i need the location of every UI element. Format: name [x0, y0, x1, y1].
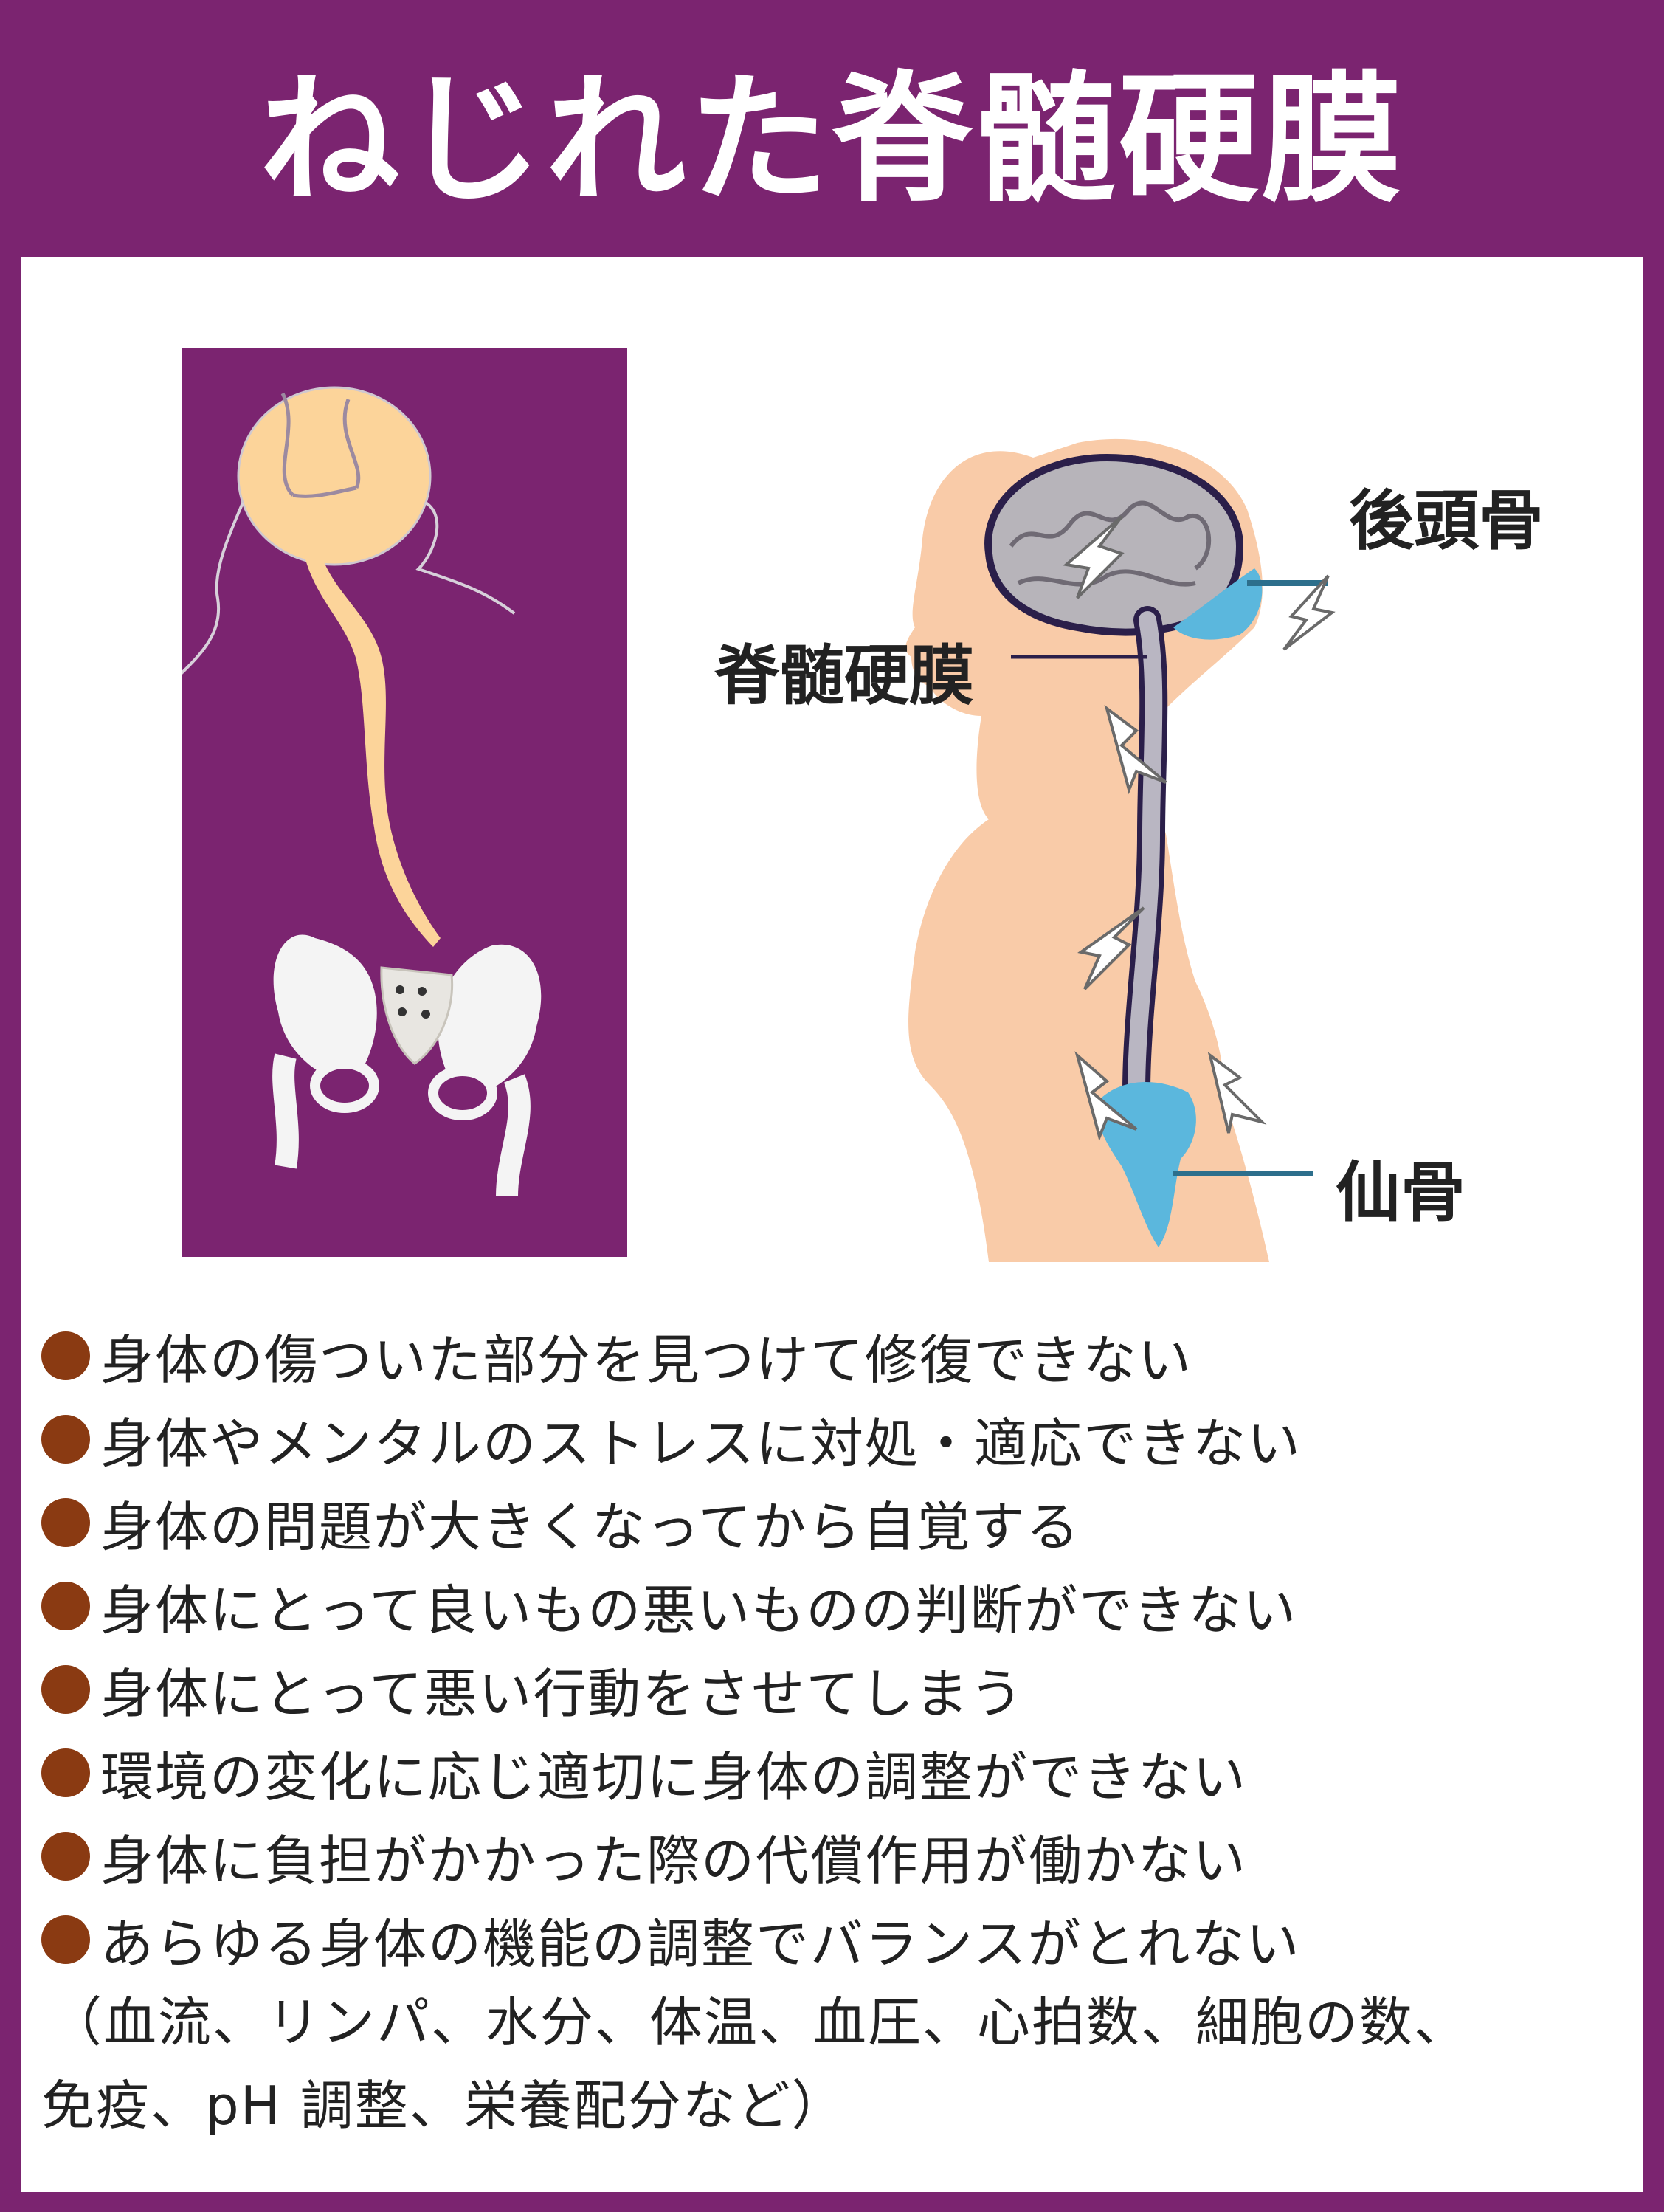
stress-arrows	[1063, 515, 1336, 1142]
list-item: 身体にとって悪い行動をさせてしまう	[41, 1647, 1635, 1731]
dura-shape	[304, 547, 441, 947]
list-item: 身体の傷ついた部分を見つけて修復できない	[41, 1314, 1635, 1397]
note-line-2: 免疫、pH 調整、栄養配分など）	[41, 2075, 846, 2137]
twisted-dura-illustration	[182, 348, 627, 1257]
bullet-dot-icon	[41, 1748, 90, 1797]
label-dura: 脊髄硬膜	[714, 638, 975, 714]
list-item-text: 身体にとって悪い行動をさせてしまう	[100, 1663, 1025, 1725]
bullet-dot-icon	[41, 1414, 90, 1464]
page-title: ねじれた脊髄硬膜	[259, 58, 1405, 221]
list-item: 身体の問題が大きくなってから自覚する	[41, 1481, 1635, 1564]
pelvis-shape	[272, 934, 542, 1197]
label-occipital: 後頭骨	[1349, 483, 1544, 559]
list-item: 身体にとって良いもの悪いものの判断ができない	[41, 1564, 1635, 1647]
list-item-text: 環境の変化に応じ適切に身体の調整ができない	[100, 1746, 1248, 1808]
symptom-list: 身体の傷ついた部分を見つけて修復できない 身体やメンタルのストレスに対処・適応で…	[41, 1314, 1635, 2148]
list-item: あらゆる身体の機能の調整でバランスがとれない	[41, 1898, 1635, 1981]
list-item-text: 身体やメンタルのストレスに対処・適応できない	[100, 1413, 1302, 1475]
list-item-text: 身体の問題が大きくなってから自覚する	[100, 1496, 1081, 1558]
list-item: 身体やメンタルのストレスに対処・適応できない	[41, 1397, 1635, 1481]
list-item-text: 身体に負担がかかった際の代償作用が働かない	[100, 1830, 1248, 1892]
title-bar: ねじれた脊髄硬膜	[0, 0, 1664, 254]
bullet-dot-icon	[41, 1831, 90, 1881]
list-item: 身体に負担がかかった際の代償作用が働かない	[41, 1814, 1635, 1898]
body-silhouette	[905, 438, 1269, 1262]
brain-shape	[984, 453, 1244, 636]
label-sacrum: 仙骨	[1336, 1154, 1466, 1230]
note-line-1: （血流、リンパ、水分、体温、血圧、心拍数、細胞の数、	[49, 1991, 1469, 2053]
list-item-text: あらゆる身体の機能の調整でバランスがとれない	[100, 1913, 1301, 1975]
list-item-text: 身体にとって良いもの悪いものの判断ができない	[100, 1579, 1298, 1641]
bullet-dot-icon	[41, 1915, 90, 1964]
body-dura-diagram	[905, 438, 1336, 1262]
bullet-dot-icon	[41, 1331, 90, 1380]
bullet-dot-icon	[41, 1664, 90, 1714]
occipital-bone	[1173, 568, 1263, 640]
list-item: 環境の変化に応じ適切に身体の調整ができない	[41, 1731, 1635, 1814]
bullet-dot-icon	[41, 1581, 90, 1630]
list-item-text: 身体の傷ついた部分を見つけて修復できない	[100, 1329, 1193, 1391]
bullet-dot-icon	[41, 1498, 90, 1547]
skull-shape	[182, 386, 516, 675]
